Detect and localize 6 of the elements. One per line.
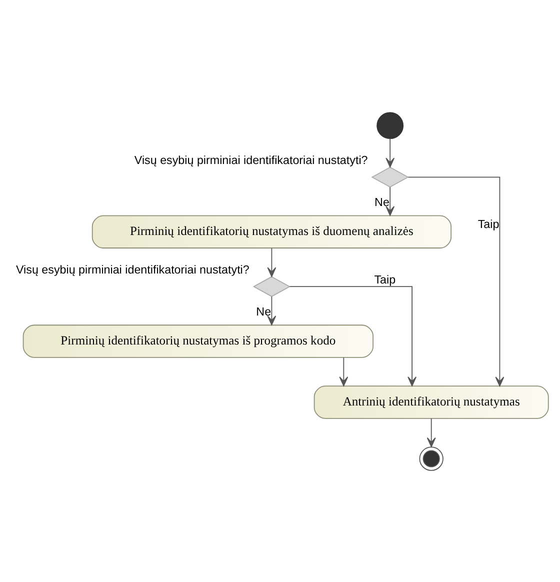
node-label: Visų esybių pirminiai identifikatoriai nustatyti?	[16, 262, 250, 276]
edge-label: Ne	[374, 196, 390, 209]
edge-label: Ne	[256, 305, 272, 318]
node-label: Visų esybių pirminiai identifikatoriai nustatyti?	[134, 154, 368, 167]
edge-label: Taip	[478, 218, 500, 231]
edge-label: Taip	[374, 272, 396, 286]
